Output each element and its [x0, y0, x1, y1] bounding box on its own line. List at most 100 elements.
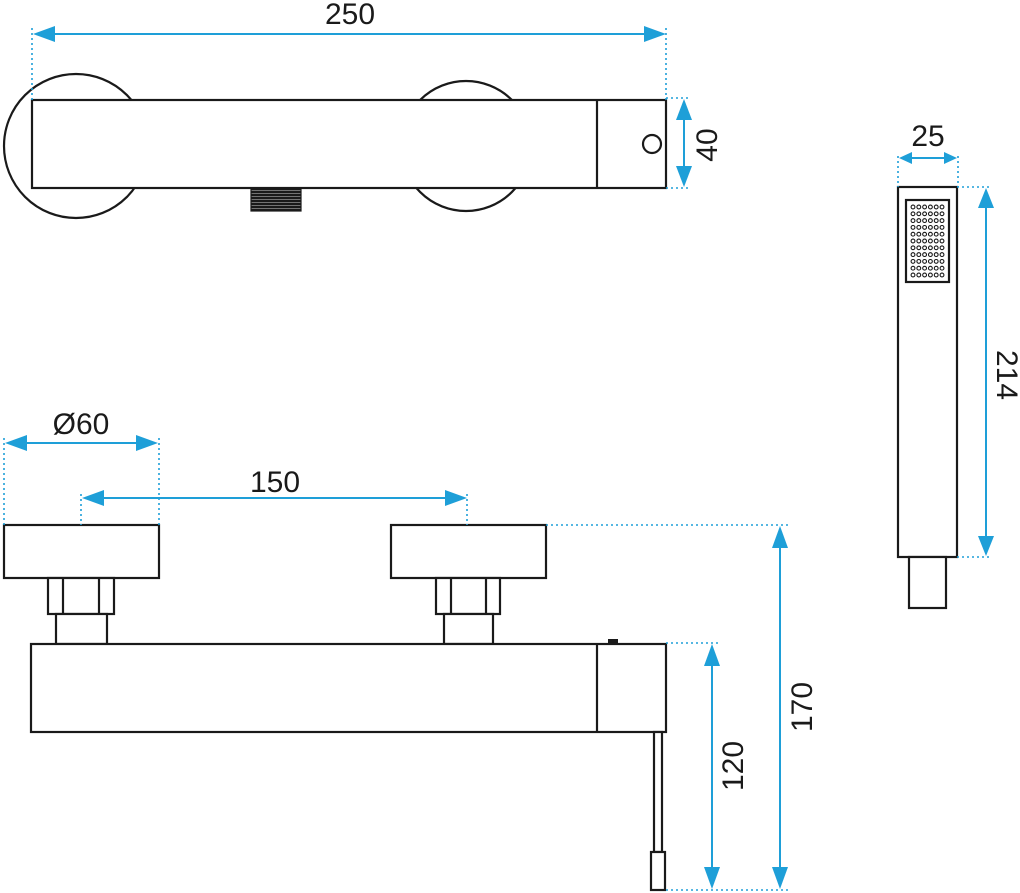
- spray-hole: [939, 272, 945, 278]
- dimension-170: 170: [546, 524, 819, 891]
- spray-hole: [916, 224, 922, 230]
- spray-hole: [910, 258, 916, 264]
- lever-handle-tip: [649, 850, 667, 892]
- spray-hole: [916, 218, 922, 224]
- spray-hole: [922, 238, 928, 244]
- spray-holes: [910, 204, 945, 278]
- dimension-214: 214: [957, 186, 1020, 558]
- spray-hole: [922, 218, 928, 224]
- top-view: [2, 72, 668, 220]
- spray-hole: [910, 231, 916, 237]
- spray-hole: [916, 245, 922, 251]
- front-view-mixer-body: [29, 642, 668, 734]
- hand-shower: [896, 185, 959, 610]
- handle-marker: [608, 639, 618, 644]
- left-eccentric-connector: [54, 612, 109, 646]
- dimension-label-body-height: 40: [691, 128, 724, 161]
- spray-hole: [910, 272, 916, 278]
- spray-hole: [922, 245, 928, 251]
- spray-hole: [933, 258, 939, 264]
- spray-hole: [916, 272, 922, 278]
- spray-hole: [933, 238, 939, 244]
- spray-hole: [939, 204, 945, 210]
- dimension-label-outlet-height: 120: [717, 741, 750, 791]
- spray-hole: [927, 231, 933, 237]
- spray-hole: [916, 211, 922, 217]
- spray-hole: [939, 224, 945, 230]
- spray-hole: [927, 258, 933, 264]
- dimension-label-total-length: 250: [325, 0, 375, 31]
- spray-hole: [927, 224, 933, 230]
- dimension-120: 120: [666, 642, 750, 889]
- dimension-40: 40: [666, 97, 724, 189]
- spray-hole: [922, 258, 928, 264]
- spray-hole: [916, 238, 922, 244]
- spray-hole: [910, 211, 916, 217]
- spray-hole: [933, 204, 939, 210]
- hand-shower-connector: [907, 555, 948, 610]
- handle-indicator-hole: [641, 133, 663, 155]
- spray-hole: [933, 252, 939, 258]
- dimension-25: 25: [897, 120, 959, 187]
- spray-hole: [910, 265, 916, 271]
- spray-hole: [922, 272, 928, 278]
- spray-hole: [933, 211, 939, 217]
- front-view: [2, 523, 668, 892]
- spray-hole: [933, 231, 939, 237]
- spray-hole: [939, 218, 945, 224]
- spray-hole: [933, 218, 939, 224]
- spray-hole: [922, 211, 928, 217]
- threaded-outlet: [250, 187, 302, 212]
- spray-hole: [922, 252, 928, 258]
- spray-hole: [927, 265, 933, 271]
- left-hex-nut: [46, 576, 116, 616]
- spray-hole: [910, 204, 916, 210]
- right-cover-plate: [389, 523, 548, 580]
- dimension-label-handshower-width: 25: [911, 120, 944, 153]
- spray-hole: [927, 245, 933, 251]
- spray-hole: [939, 252, 945, 258]
- dimension-label-connector-diameter: Ø60: [53, 408, 110, 441]
- spray-hole: [916, 252, 922, 258]
- spray-hole: [916, 258, 922, 264]
- spray-hole: [933, 224, 939, 230]
- spray-hole: [910, 224, 916, 230]
- spray-hole: [927, 204, 933, 210]
- spray-hole: [939, 211, 945, 217]
- spray-hole: [939, 245, 945, 251]
- spray-hole: [927, 272, 933, 278]
- spray-hole: [910, 238, 916, 244]
- spray-hole: [927, 218, 933, 224]
- spray-hole: [933, 272, 939, 278]
- dimension-150: 150: [80, 466, 468, 525]
- dimension-250: 250: [31, 0, 667, 100]
- spray-hole: [939, 238, 945, 244]
- spray-hole: [927, 211, 933, 217]
- spray-hole: [922, 204, 928, 210]
- dimension-label-total-depth: 170: [786, 682, 819, 732]
- spray-hole: [939, 231, 945, 237]
- dimension-diameter-60: Ø60: [3, 408, 160, 525]
- spray-hole: [939, 258, 945, 264]
- lever-handle: [652, 730, 664, 854]
- spray-hole: [939, 265, 945, 271]
- spray-hole: [910, 245, 916, 251]
- dimension-label-connector-spacing: 150: [250, 466, 300, 499]
- spray-hole: [922, 265, 928, 271]
- spray-hole: [910, 252, 916, 258]
- left-cover-plate: [2, 523, 161, 580]
- spray-hole: [916, 204, 922, 210]
- right-hex-nut: [434, 576, 502, 616]
- spray-hole: [933, 245, 939, 251]
- top-view-mixer-body: [30, 98, 668, 190]
- spray-hole: [922, 224, 928, 230]
- spray-hole: [916, 231, 922, 237]
- spray-hole: [927, 252, 933, 258]
- dimension-label-handshower-length: 214: [990, 350, 1020, 400]
- spray-hole: [927, 238, 933, 244]
- spray-hole: [933, 265, 939, 271]
- spray-hole: [910, 218, 916, 224]
- spray-hole: [922, 231, 928, 237]
- spray-hole: [916, 265, 922, 271]
